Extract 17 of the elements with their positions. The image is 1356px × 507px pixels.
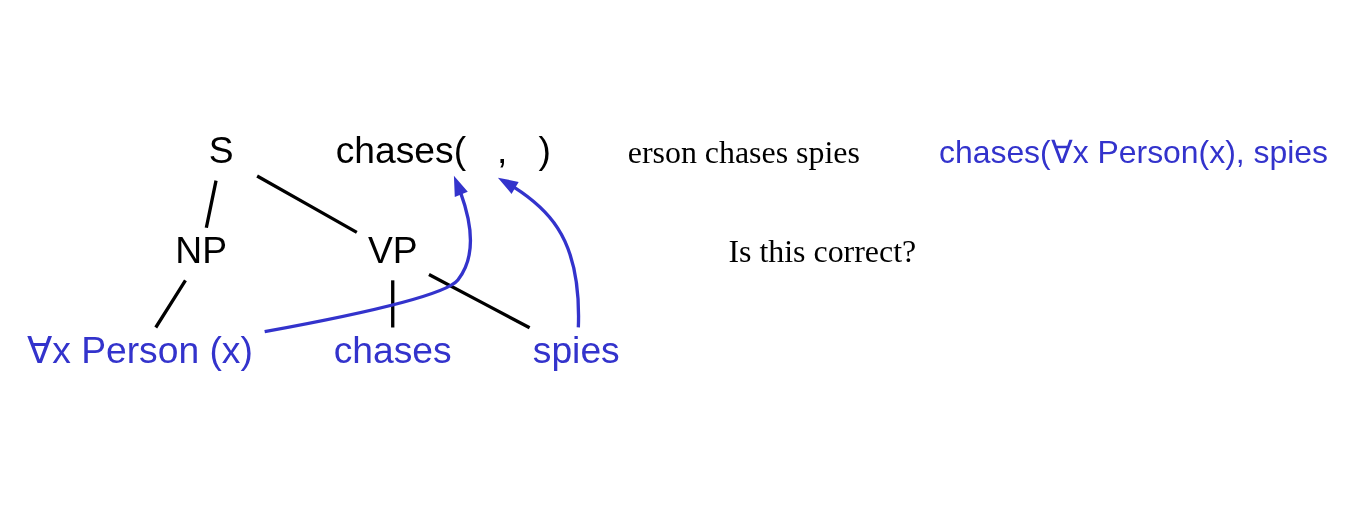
arrow [264,175,472,333]
node-text: ∀x Person (x) [27,328,253,371]
arrow [497,177,581,327]
label: chases(∀x Person(x), spies [938,133,1329,169]
connector [204,179,218,228]
label: erson chases spies [627,134,860,169]
node-text: spies [532,328,620,371]
node-text: chases [333,328,452,371]
connector [154,278,187,328]
node-text: NP [175,228,228,271]
connector [428,272,531,329]
node-text: chases( , ) [335,128,551,171]
node-text: S [208,128,234,171]
node-text: VP [367,228,418,271]
connector [391,279,395,327]
connector [256,174,358,234]
label: Is this correct? [728,233,917,269]
